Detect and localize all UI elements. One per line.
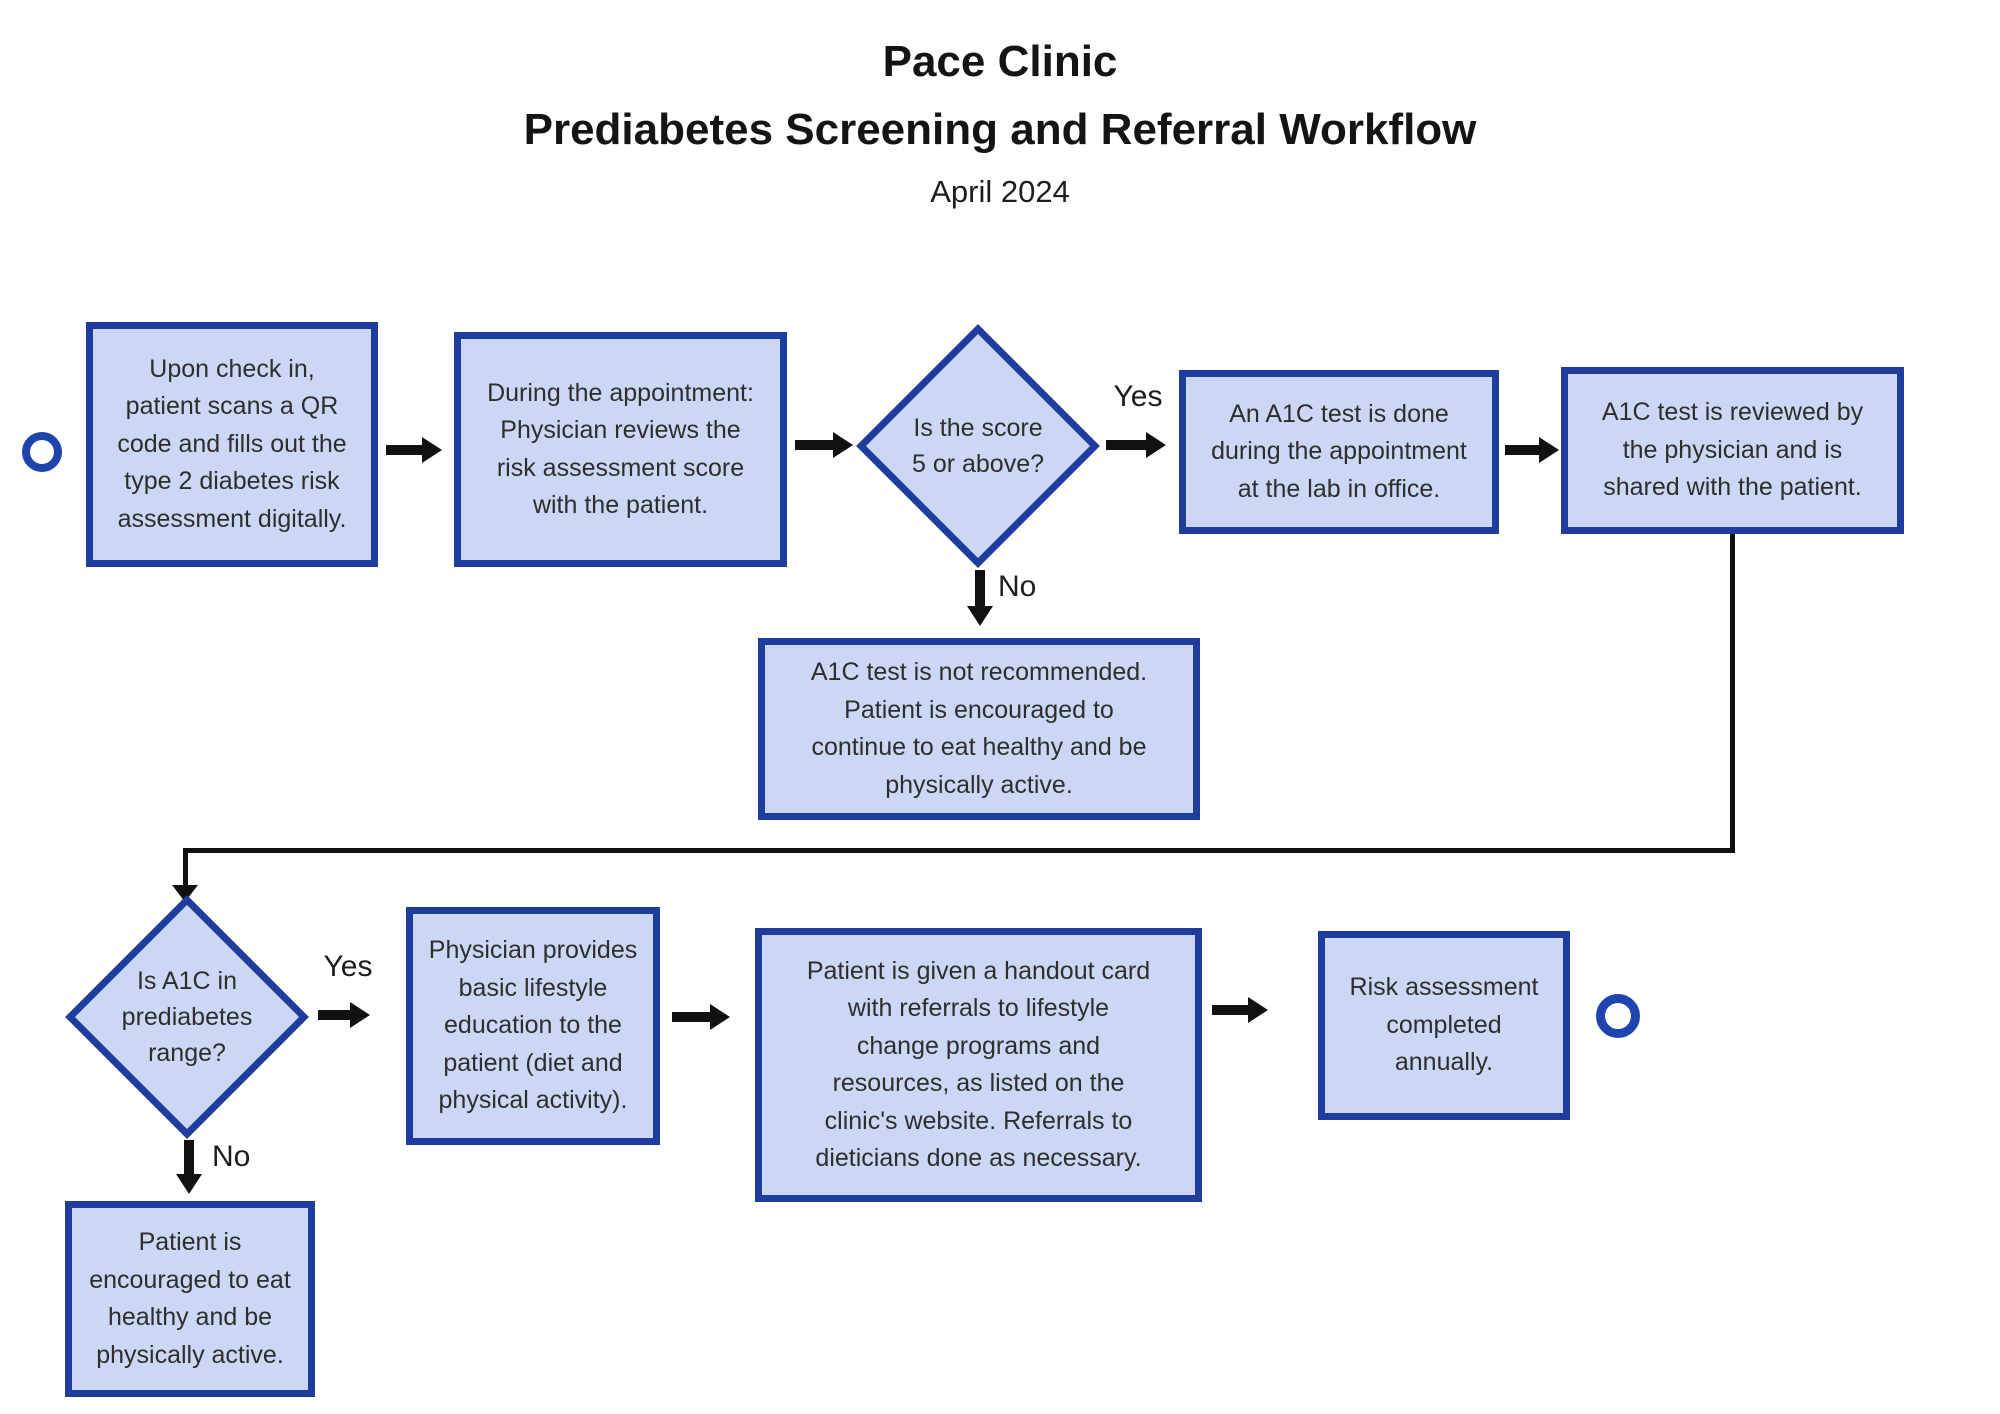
arrow-checkin-to-review: [386, 445, 422, 455]
connector-horizontal: [183, 848, 1735, 853]
node-annual-assessment: Risk assessment completed annually.: [1318, 931, 1570, 1120]
arrow-decision-yes-to-a1c: [1106, 440, 1146, 450]
start-terminal-circle: [22, 432, 62, 472]
node-handout-card: Patient is given a handout card with ref…: [755, 928, 1202, 1202]
edge-label-yes-1: Yes: [1113, 380, 1163, 413]
connector-arrowhead: [172, 885, 198, 902]
node-annual-assessment-text: Risk assessment completed annually.: [1349, 973, 1539, 1077]
edge-label-no-1: No: [998, 570, 1037, 603]
arrow-education-to-handout: [672, 1012, 710, 1022]
diamond-shape: [65, 895, 309, 1139]
connector-vertical-left: [183, 851, 188, 887]
arrow-review-to-decision: [795, 440, 833, 450]
node-handout-card-text: Patient is given a handout card with ref…: [806, 956, 1151, 1173]
node-a1c-done-text: An A1C test is done during the appointme…: [1211, 399, 1467, 503]
node-review-score: During the appointment: Physician review…: [454, 332, 787, 567]
node-a1c-reviewed: A1C test is reviewed by the physician an…: [1561, 367, 1904, 534]
decision-a1c-range-text: Is A1C in prediabetes range?: [121, 966, 253, 1068]
node-a1c-not-recommended-text: A1C test is not recommended. Patient is …: [810, 658, 1148, 799]
diamond-shape: [856, 324, 1100, 568]
node-review-score-text: During the appointment: Physician review…: [487, 378, 754, 520]
node-lifestyle-education-text: Physician provides basic lifestyle educa…: [428, 936, 638, 1115]
node-a1c-not-recommended: A1C test is not recommended. Patient is …: [758, 638, 1200, 820]
node-a1c-done: An A1C test is done during the appointme…: [1179, 370, 1499, 534]
edge-label-yes-2: Yes: [323, 950, 373, 983]
page-date: April 2024: [930, 174, 1070, 209]
decision-score-5-or-above: Is the score 5 or above?: [856, 324, 1100, 568]
end-terminal-circle: [1596, 994, 1640, 1038]
page-title: Pace Clinic: [882, 37, 1118, 86]
node-eat-healthy-text: Patient is encouraged to eat healthy and…: [89, 1228, 291, 1369]
arrow-range-yes-to-education: [318, 1010, 350, 1020]
connector-vertical-right: [1730, 534, 1735, 850]
arrow-a1c-to-reviewed: [1505, 445, 1539, 455]
node-a1c-reviewed-text: A1C test is reviewed by the physician an…: [1601, 398, 1864, 502]
arrow-handout-to-annual: [1212, 1005, 1248, 1015]
node-lifestyle-education: Physician provides basic lifestyle educa…: [406, 907, 660, 1145]
arrow-decision-no-down: [975, 570, 985, 606]
decision-a1c-range: Is A1C in prediabetes range?: [65, 895, 309, 1139]
decision-score-text: Is the score 5 or above?: [911, 413, 1045, 478]
node-checkin-text: Upon check in, patient scans a QR code a…: [117, 354, 347, 533]
node-eat-healthy: Patient is encouraged to eat healthy and…: [65, 1201, 315, 1397]
page-subtitle: Prediabetes Screening and Referral Workf…: [523, 105, 1477, 154]
arrow-range-no-down: [184, 1140, 194, 1174]
node-checkin: Upon check in, patient scans a QR code a…: [86, 322, 378, 567]
edge-label-no-2: No: [212, 1140, 251, 1173]
